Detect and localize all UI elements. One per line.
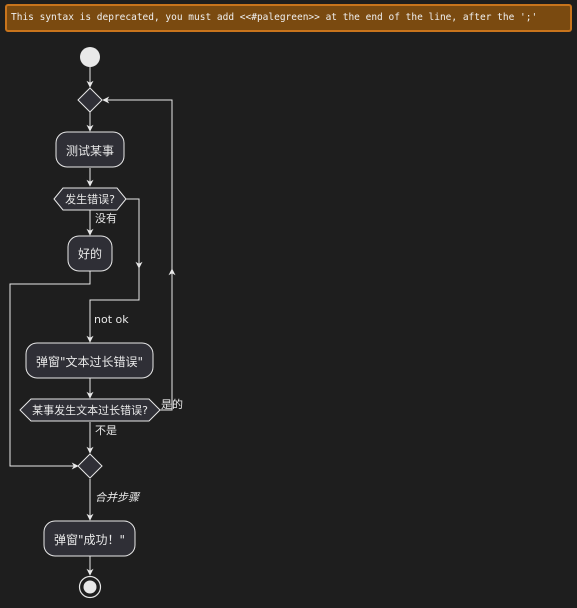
decision-text-too-long-label: 某事发生文本过长错误?: [32, 403, 148, 417]
final-merge-diamond: [77, 453, 103, 479]
activity-popup-success: 弹窗"成功！": [43, 520, 136, 557]
label-not-ok: not ok: [94, 313, 129, 326]
decision-error-occurred-label: 发生错误?: [65, 192, 115, 206]
activity-popup-too-long: 弹窗"文本过长错误": [25, 342, 154, 379]
activity-test: 测试某事: [55, 131, 125, 168]
edge-error-branch: [126, 198, 143, 269]
activity-ok: 好的: [67, 235, 113, 272]
label-no-error: 没有: [95, 211, 117, 225]
flow-edges: [9, 67, 176, 576]
decision-text-too-long: 某事发生文本过长错误?: [19, 398, 161, 422]
edge-ok-to-merge: [9, 271, 91, 470]
activity-ok-label: 好的: [78, 246, 102, 261]
deprecation-warning-banner: This syntax is deprecated, you must add …: [5, 4, 572, 32]
edge-not-ok-to-popup: [86, 268, 140, 343]
label-no: 不是: [95, 424, 117, 437]
end-node: [78, 575, 102, 599]
activity-test-label: 测试某事: [66, 143, 114, 158]
activity-popup-success-label: 弹窗"成功！": [54, 533, 125, 547]
start-node: [80, 47, 100, 67]
edge-yes-loop-back: [102, 96, 173, 411]
decision-error-occurred: 发生错误?: [53, 187, 127, 211]
label-merge-step: 合并步骤: [95, 491, 141, 504]
loop-merge-diamond: [77, 87, 103, 113]
activity-popup-too-long-label: 弹窗"文本过长错误": [36, 354, 143, 369]
deprecation-warning-text: This syntax is deprecated, you must add …: [11, 12, 538, 23]
label-yes: 是的: [161, 397, 183, 411]
